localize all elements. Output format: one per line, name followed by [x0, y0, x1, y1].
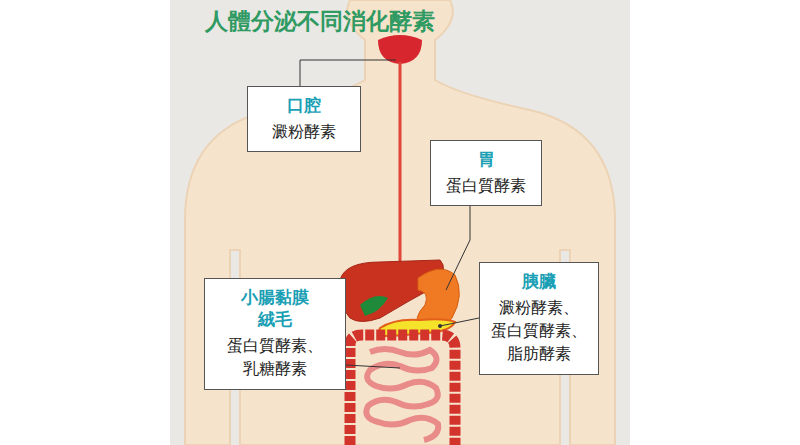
- pancreas-dot: [438, 324, 442, 328]
- stomach-leader: [446, 206, 470, 290]
- enzyme-list: 蛋白質酵素、 乳糖酵素: [226, 334, 324, 380]
- organ-name: 口腔: [265, 94, 343, 116]
- esophagus: [400, 62, 420, 280]
- enzyme-list: 澱粉酵素: [255, 120, 353, 143]
- background-panel: [170, 0, 630, 445]
- gallbladder: [360, 296, 388, 316]
- large-intestine: [350, 335, 455, 445]
- small-intestine: [366, 349, 438, 440]
- callout-box: 小腸黏膜 絨毛蛋白質酵素、 乳糖酵素: [204, 278, 346, 390]
- mouth-leader: [300, 60, 396, 86]
- organ-name: 胰臟: [500, 270, 578, 292]
- callout-box: 胃蛋白質酵素: [430, 140, 542, 206]
- pancreas-leader: [440, 318, 479, 326]
- organ-name: 小腸黏膜 絨毛: [236, 286, 314, 330]
- callout-box: 胰臟澱粉酵素、 蛋白質酵素、 脂肪酵素: [479, 262, 599, 375]
- enzyme-list: 蛋白質酵素: [437, 174, 535, 197]
- callout-box: 口腔澱粉酵素: [247, 86, 361, 152]
- intestine-leader: [346, 365, 400, 368]
- body-silhouette: [185, 0, 615, 445]
- enzyme-list: 澱粉酵素、 蛋白質酵素、 脂肪酵素: [490, 296, 588, 366]
- organ-name: 胃: [447, 148, 525, 170]
- diagram-title: 人體分泌不同消化酵素: [205, 6, 435, 37]
